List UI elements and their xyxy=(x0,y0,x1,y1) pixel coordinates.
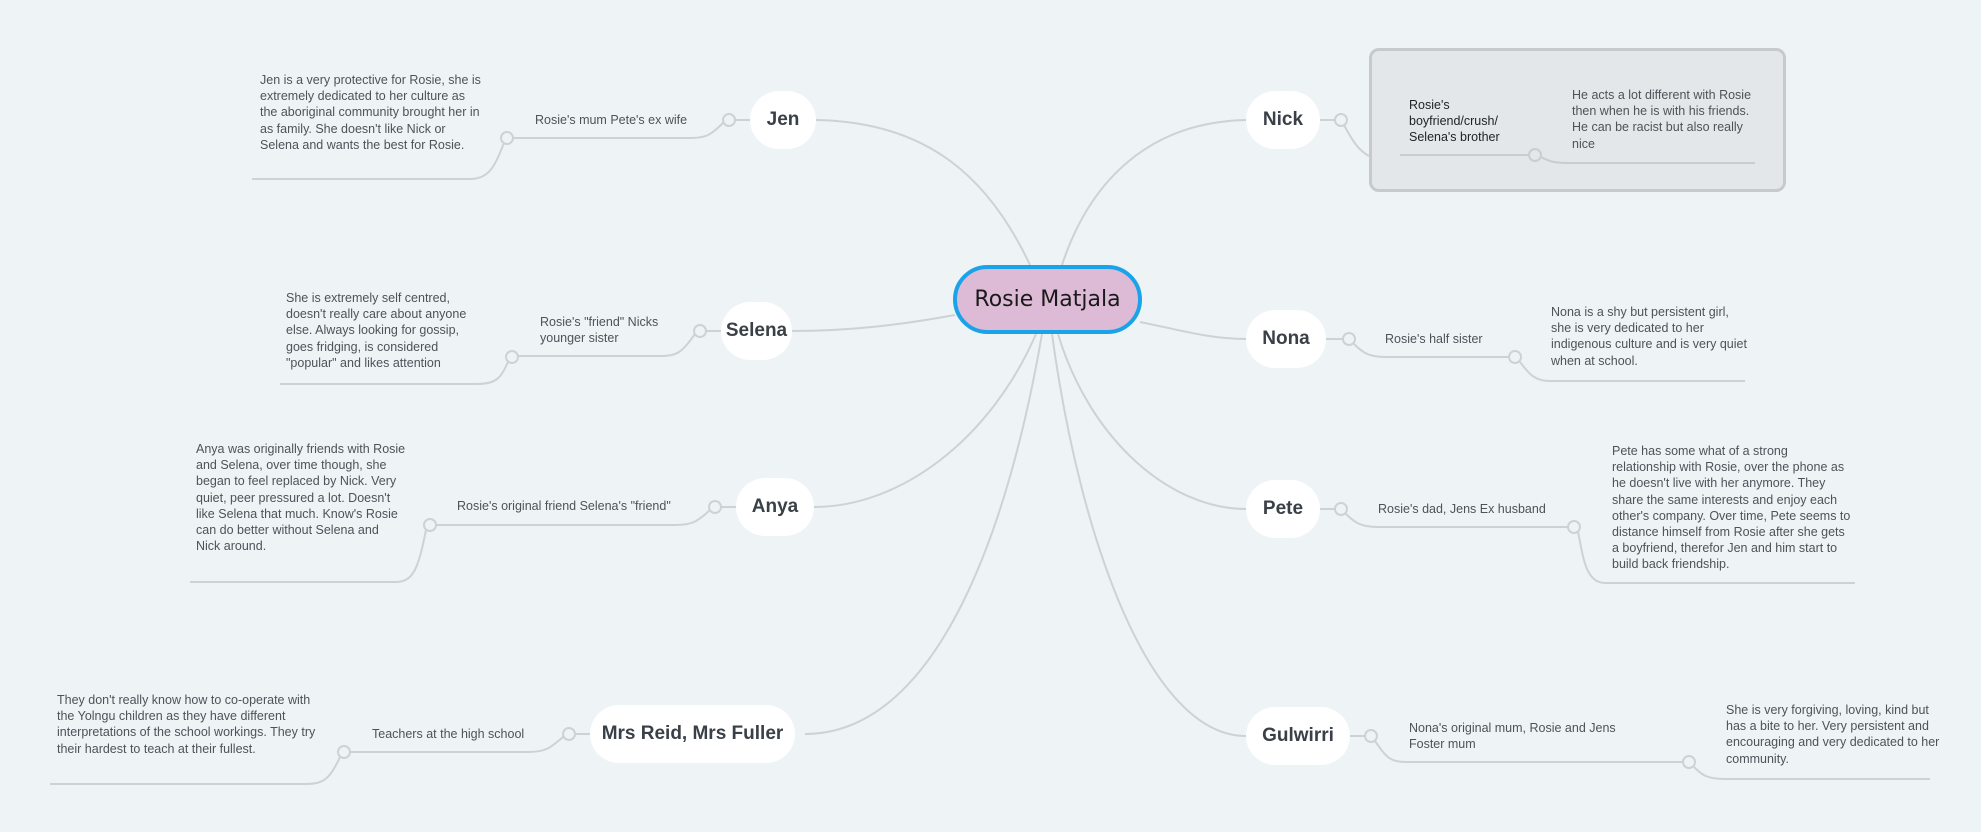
note-pete[interactable]: Pete has some what of a strong relations… xyxy=(1612,444,1851,572)
note-nick[interactable]: He acts a lot different with Rosie then … xyxy=(1572,88,1752,151)
relation-label-nona[interactable]: Rosie's half sister xyxy=(1385,332,1483,346)
topic-label: Pete xyxy=(1262,498,1304,519)
relation-label-selena[interactable]: Rosie's "friend" Nicks younger sister xyxy=(540,315,659,345)
topic-label: Nick xyxy=(1262,109,1304,130)
topic-node-jen[interactable]: Jen xyxy=(750,91,816,149)
note-anya[interactable]: Anya was originally friends with Rosie a… xyxy=(196,442,406,554)
relation-label-teachers[interactable]: Teachers at the high school xyxy=(372,727,525,741)
topic-node-mrs-reid-mrs-fuller[interactable]: Mrs Reid, Mrs Fuller xyxy=(590,705,795,763)
note-selena[interactable]: She is extremely self centred, doesn't r… xyxy=(286,291,467,370)
topic-node-anya[interactable]: Anya xyxy=(736,478,814,536)
relation-label-pete[interactable]: Rosie's dad, Jens Ex husband xyxy=(1378,502,1546,516)
topic-node-selena[interactable]: Selena xyxy=(721,302,792,360)
note-jen[interactable]: Jen is a very protective for Rosie, she … xyxy=(260,73,481,152)
central-topic-node[interactable]: Rosie Matjala xyxy=(953,265,1142,334)
relation-label-nick[interactable]: Rosie's boyfriend/crush/ Selena's brothe… xyxy=(1409,98,1500,144)
topic-node-gulwirri[interactable]: Gulwirri xyxy=(1246,707,1350,765)
central-topic-label: Rosie Matjala xyxy=(974,287,1121,312)
nick-highlight-box xyxy=(1369,48,1786,192)
topic-label: Nona xyxy=(1262,328,1310,349)
relation-label-anya[interactable]: Rosie's original friend Selena's "friend… xyxy=(457,499,671,513)
topic-node-nick[interactable]: Nick xyxy=(1246,91,1320,149)
note-gulwirri[interactable]: She is very forgiving, loving, kind but … xyxy=(1726,703,1940,766)
topic-label: Gulwirri xyxy=(1262,725,1334,746)
topic-label: Mrs Reid, Mrs Fuller xyxy=(601,723,784,744)
relation-label-jen[interactable]: Rosie's mum Pete's ex wife xyxy=(535,113,688,127)
topic-label: Jen xyxy=(766,109,800,130)
note-nona[interactable]: Nona is a shy but persistent girl, she i… xyxy=(1551,305,1747,368)
note-teachers[interactable]: They don't really know how to co-operate… xyxy=(57,693,316,756)
topic-label: Selena xyxy=(725,320,788,341)
topic-label: Anya xyxy=(751,496,799,517)
topic-node-pete[interactable]: Pete xyxy=(1246,480,1320,538)
relation-label-gulwirri[interactable]: Nona's original mum, Rosie and Jens Fost… xyxy=(1409,721,1616,751)
topic-node-nona[interactable]: Nona xyxy=(1246,310,1326,368)
